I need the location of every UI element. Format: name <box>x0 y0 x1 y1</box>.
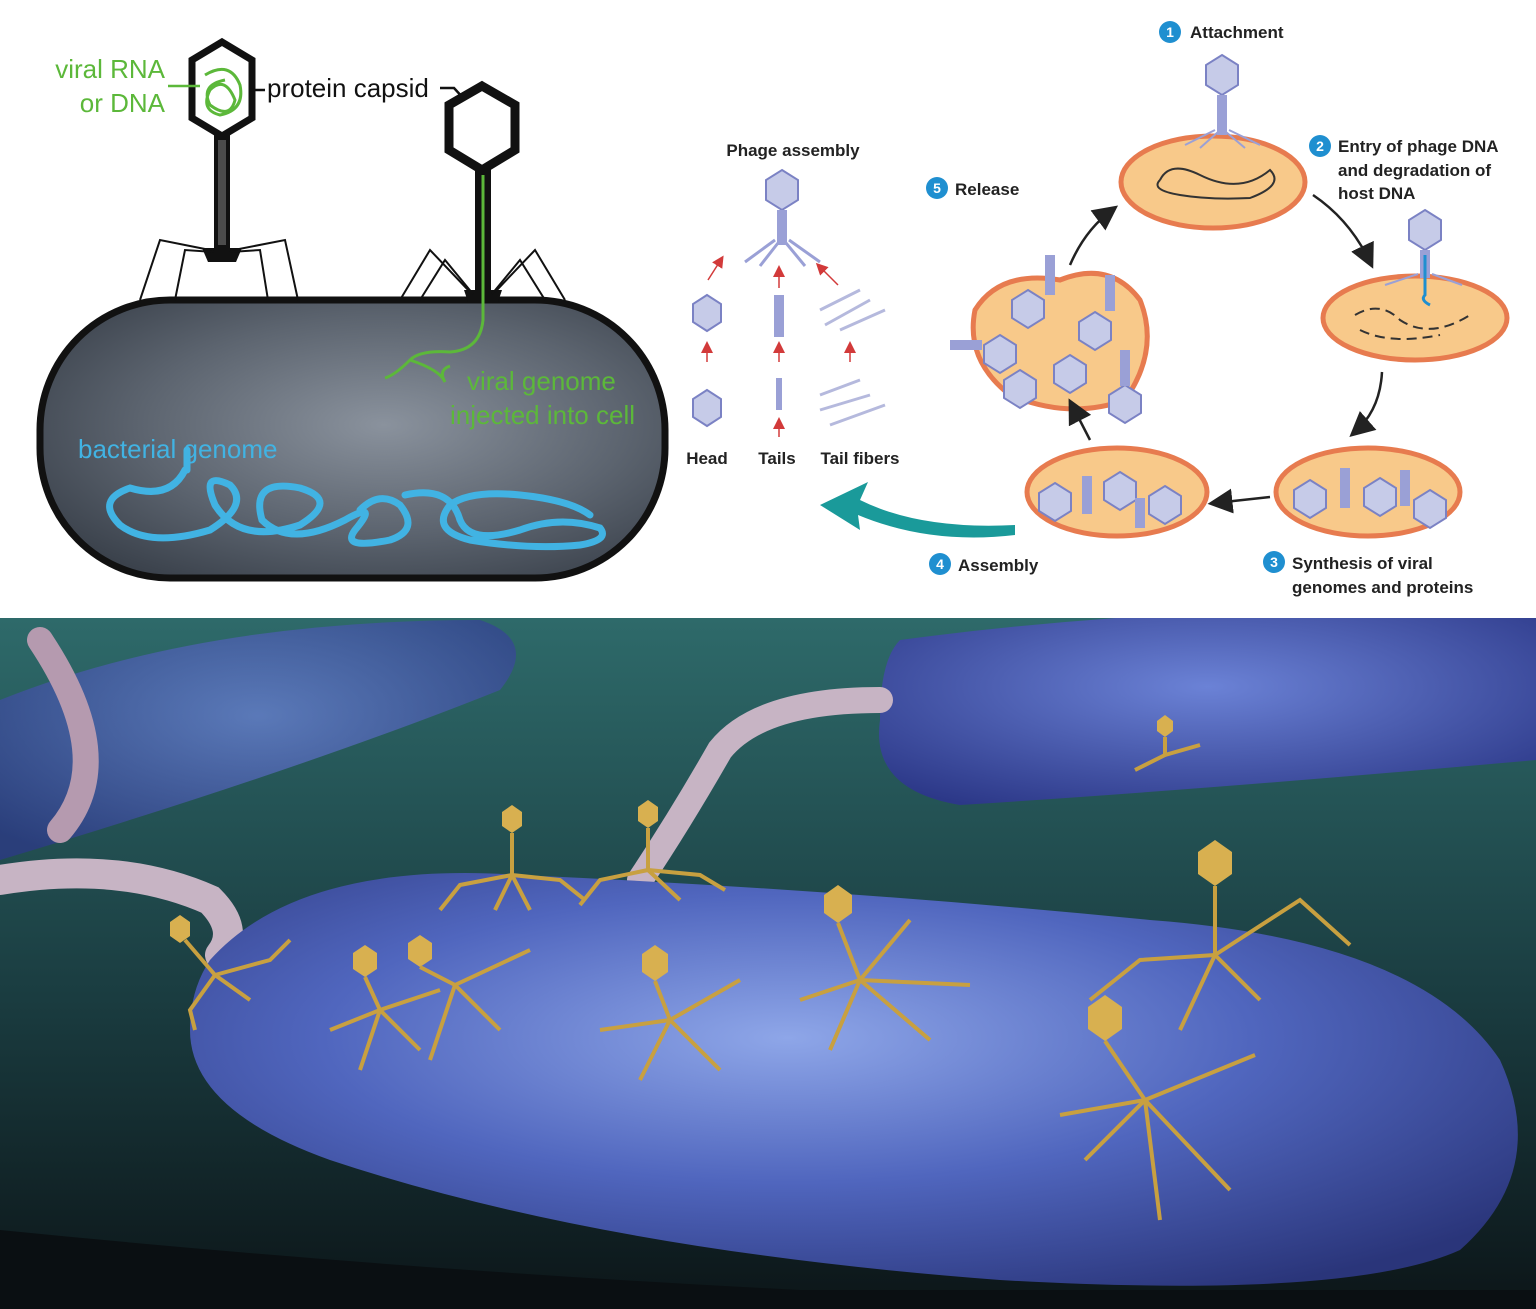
step-2-label-line2: and degradation of <box>1338 161 1491 180</box>
main-bacterium <box>190 873 1518 1286</box>
upper-bacterium <box>879 618 1536 805</box>
bacterial-genome-strand <box>106 446 606 551</box>
step-5-label: Release <box>955 180 1019 199</box>
label-viral-rna: viral RNA <box>55 54 165 84</box>
part-head-label: Head <box>686 449 728 468</box>
step-attachment-cell <box>1118 53 1308 231</box>
phage-assembly-title: Phage assembly <box>726 141 860 160</box>
phage-rendering-image <box>0 618 1536 1309</box>
step-4-number: 4 <box>936 556 944 572</box>
step-entry-cell <box>1320 208 1510 363</box>
step-3-number: 3 <box>1270 554 1278 570</box>
step-1-number: 1 <box>1166 24 1174 40</box>
step-1-label: Attachment <box>1190 23 1284 42</box>
assembly-red-arrows <box>701 255 856 437</box>
label-viral-genome: viral genome <box>467 366 616 396</box>
step-3-label-line1: Synthesis of viral <box>1292 554 1433 573</box>
step-2-label-line3: host DNA <box>1338 184 1415 203</box>
bacterial-cell <box>36 296 669 582</box>
step-2-label-line1: Entry of phage DNA <box>1338 137 1499 156</box>
step-4-label: Assembly <box>958 556 1039 575</box>
phage-attached <box>139 37 299 301</box>
part-tails-label: Tails <box>758 449 795 468</box>
part-tail-stack <box>774 295 784 410</box>
step-2-number: 2 <box>1316 138 1324 154</box>
phage-infection-diagram: viral RNA or DNA protein capsid viral ge… <box>36 37 669 582</box>
assembly-teal-arrow <box>820 482 1015 538</box>
label-or-dna: or DNA <box>80 88 166 118</box>
cycle-arrows <box>1068 193 1384 514</box>
label-protein-capsid: protein capsid <box>267 73 429 103</box>
step-5-number: 5 <box>933 180 941 196</box>
assembled-phage <box>744 168 821 267</box>
part-fiber-stack <box>819 288 886 427</box>
phage-injecting <box>384 80 566 383</box>
lytic-cycle-diagram: 1 Attachment 2 Entry of phage DNA and de… <box>686 21 1510 597</box>
step-3-label-line2: genomes and proteins <box>1292 578 1473 597</box>
label-injected-into-cell: injected into cell <box>450 400 635 430</box>
step-assembly-cell <box>1024 445 1210 539</box>
part-head-stack <box>692 293 722 428</box>
step-release-cell <box>950 255 1150 425</box>
attached-phages <box>170 715 1352 1221</box>
step-synthesis-cell <box>1273 445 1463 539</box>
label-bacterial-genome: bacterial genome <box>78 434 277 464</box>
part-tail-fibers-label: Tail fibers <box>820 449 899 468</box>
